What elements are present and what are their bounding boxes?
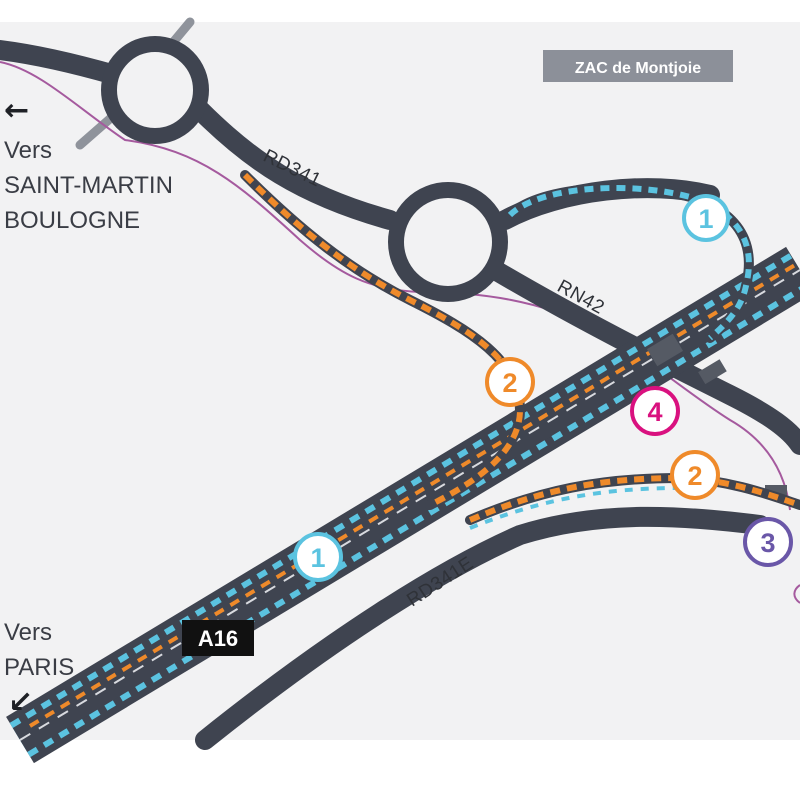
marker-label: 4	[647, 397, 662, 427]
marker-label: 1	[310, 543, 325, 573]
marker-route-3: 3	[743, 517, 793, 567]
marker-route-1-north: 1	[682, 194, 730, 242]
rn42-road	[485, 260, 800, 455]
direction-nw-arrow: ←	[4, 93, 29, 128]
marker-label: 2	[687, 461, 702, 491]
a16-shield-label: A16	[198, 626, 238, 651]
marker-route-1-south: 1	[293, 532, 343, 582]
marker-label: 3	[760, 528, 775, 558]
direction-nw-line1: Vers	[4, 137, 52, 164]
marker-route-2-west: 2	[485, 357, 535, 407]
marker-label: 1	[698, 204, 713, 234]
direction-sw-line2: PARIS	[4, 654, 74, 681]
marker-route-4: 4	[630, 386, 680, 436]
roundabout-east	[388, 182, 508, 302]
roundabout-west	[101, 36, 209, 144]
direction-sw-arrow: ↙	[8, 685, 33, 720]
marker-route-2-east: 2	[670, 450, 720, 500]
zone-label-box	[543, 50, 733, 82]
a16-shield	[182, 620, 254, 656]
rd341e-road	[195, 506, 770, 750]
marker-label: 2	[502, 368, 517, 398]
direction-nw-line3: BOULOGNE	[4, 207, 140, 234]
zone-label: ZAC de Montjoie	[575, 60, 701, 77]
direction-nw-line2: SAINT-MARTIN	[4, 172, 173, 199]
route-2-west-dash	[242, 172, 524, 508]
direction-sw-line1: Vers	[4, 619, 52, 646]
